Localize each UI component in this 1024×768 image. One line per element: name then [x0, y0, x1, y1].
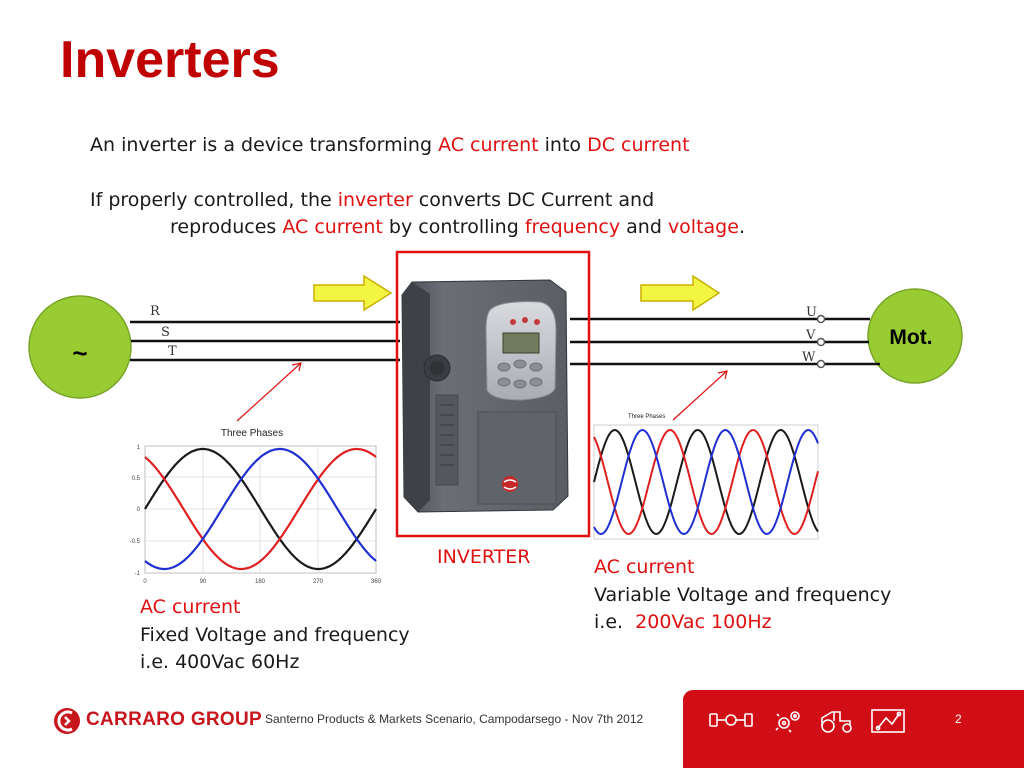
- left-caption-title: AC current: [140, 596, 241, 618]
- y-tick-neg-0-5: -0.5: [130, 539, 141, 545]
- input-arrow-icon: [313, 274, 393, 312]
- reproduce-highlight-ac: AC current: [282, 216, 383, 238]
- control-text-post: converts DC Current and: [412, 189, 655, 211]
- inverter-diagram: ~ Mot. R S T U V W: [28, 250, 963, 585]
- control-highlight-inverter: inverter: [337, 189, 413, 211]
- right-caption: AC current Variable Voltage and frequenc…: [594, 554, 891, 637]
- right-caption-example-prefix: i.e.: [594, 611, 636, 634]
- tractor-icon: [821, 711, 852, 733]
- footer-red-panel: [683, 690, 1024, 768]
- inverter-box: [395, 250, 591, 538]
- output-lines: [570, 317, 880, 366]
- inverter-label: INVERTER: [437, 546, 531, 568]
- carraro-logo-text: CARRARO GROUP: [86, 709, 262, 731]
- intro-highlight-ac: AC current: [438, 134, 539, 156]
- intro-highlight-dc: DC current: [587, 134, 690, 156]
- left-chart-title: Three Phases: [221, 428, 283, 439]
- left-caption-desc: Fixed Voltage and frequency: [140, 623, 410, 646]
- left-wave-chart: Three Phases 1 0.5 0 -0.5 -1 0 90 180 27…: [130, 428, 382, 585]
- y-tick-0-5: 0.5: [132, 476, 141, 482]
- intro-text-into: into: [538, 134, 588, 156]
- reproduce-highlight-voltage: voltage: [667, 216, 739, 238]
- gears-icon: [775, 711, 800, 733]
- right-caption-desc: Variable Voltage and frequency: [594, 583, 892, 606]
- phase-label-w: W: [802, 350, 816, 365]
- right-wave-chart: Three Phases: [593, 414, 819, 540]
- control-line-1: If properly controlled, the inverter con…: [90, 189, 654, 212]
- phase-label-r: R: [150, 304, 161, 319]
- page-number: 2: [955, 712, 962, 726]
- left-caption-example: i.e. 400Vac 60Hz: [140, 651, 300, 674]
- reproduce-text-by: by controlling: [382, 216, 525, 238]
- phase-label-s: S: [161, 325, 170, 340]
- circuit-icon: [871, 709, 905, 733]
- input-lines: [130, 320, 400, 362]
- right-caption-example-value: 200Vac 100Hz: [635, 611, 772, 634]
- intro-line: An inverter is a device transforming AC …: [90, 134, 690, 157]
- reproduce-highlight-frequency: frequency: [524, 216, 621, 238]
- phase-label-v: V: [805, 328, 816, 343]
- x-tick-90: 90: [200, 579, 207, 585]
- logo-word: CARRARO: [86, 709, 186, 730]
- inverter-device-image: [401, 279, 569, 513]
- motor-circle: [867, 288, 963, 384]
- right-caption-title: AC current: [594, 556, 695, 578]
- y-tick-0: 0: [137, 507, 141, 513]
- intro-text: An inverter is a device transforming: [90, 134, 439, 156]
- axle-icon: [709, 713, 753, 727]
- output-arrow-icon: [640, 274, 721, 312]
- control-line-2: reproduces AC current by controlling fre…: [170, 216, 745, 239]
- phase-label-t: T: [168, 344, 177, 359]
- left-pointer-line: [236, 362, 302, 422]
- reproduce-text: reproduces: [170, 216, 283, 238]
- left-caption: AC current Fixed Voltage and frequency i…: [140, 594, 410, 677]
- output-terminals: [816, 314, 826, 369]
- right-caption-example: i.e. 200Vac 100Hz: [594, 609, 891, 637]
- power-source-circle: [28, 295, 132, 399]
- slide-title: Inverters: [60, 31, 280, 89]
- x-tick-360: 360: [371, 579, 382, 585]
- carraro-logo-icon: [54, 708, 80, 734]
- phase-label-u: U: [806, 305, 817, 320]
- control-text: If properly controlled, the: [90, 189, 338, 211]
- reproduce-text-and: and: [620, 216, 668, 238]
- x-tick-270: 270: [313, 579, 324, 585]
- right-pointer-line: [672, 370, 728, 421]
- logo-group-word: GROUP: [190, 709, 262, 730]
- source-symbol: ~: [72, 338, 87, 368]
- motor-label: Mot.: [889, 326, 932, 349]
- y-tick-1: 1: [137, 445, 141, 451]
- reproduce-text-end: .: [738, 216, 745, 238]
- right-chart-title: Three Phases: [628, 414, 665, 420]
- x-tick-0: 0: [143, 579, 147, 585]
- footer-icon-strip: [709, 709, 905, 733]
- footer-text: Santerno Products & Markets Scenario, Ca…: [265, 712, 644, 726]
- x-tick-180: 180: [255, 579, 266, 585]
- y-tick-neg-1: -1: [135, 571, 141, 577]
